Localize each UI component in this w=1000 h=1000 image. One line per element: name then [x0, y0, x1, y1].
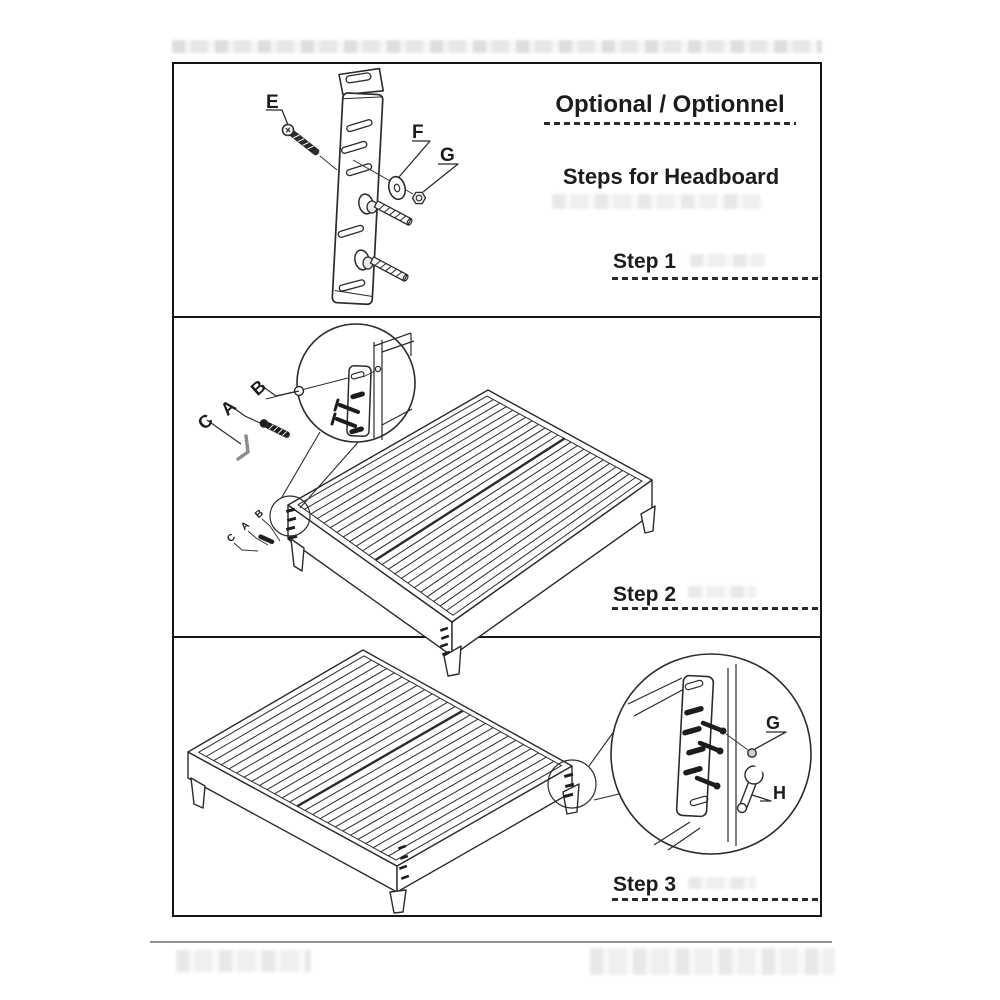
mini-label-b: B [253, 508, 266, 521]
callout-g-leader [754, 731, 787, 750]
optional-title-underline [544, 122, 796, 125]
bolt-icon-lower [354, 249, 409, 282]
part-label-e: E [266, 92, 279, 113]
footer-divider [150, 941, 832, 943]
screw-e-guide-line [319, 155, 338, 171]
magnifier-link-line [593, 793, 620, 801]
faded-header-text [172, 40, 822, 53]
ghost-step2-translation [688, 586, 756, 598]
part-label-b: B [247, 376, 270, 400]
step3-underline [612, 898, 820, 901]
step2-underline [612, 607, 820, 610]
step3-label: Step 3 [613, 873, 677, 896]
detail-circle-step3-content [627, 664, 737, 851]
magnifier-source-circle-step2 [269, 495, 311, 537]
panel1-leader-lines [266, 109, 459, 193]
part-label-c: C [194, 410, 217, 434]
right-corner-bracket-marks [563, 772, 575, 798]
allen-key-c-icon [236, 434, 250, 461]
front-corner-bracket-marks [397, 844, 410, 880]
panel-step-1 [172, 62, 822, 318]
left-corner-bracket-marks [285, 507, 298, 540]
step3-diagram: G H [187, 649, 812, 914]
footer-right-text [590, 948, 835, 975]
corner-mini-leaders [233, 518, 281, 552]
bed-slats [297, 395, 643, 616]
step1-underline [612, 277, 820, 280]
washer-f-icon [387, 175, 407, 201]
bolt-a-icon [259, 419, 290, 438]
ghost-step3-translation [688, 877, 756, 889]
part-label-g: G [440, 145, 455, 166]
callout-h-leader [751, 794, 772, 802]
bed-frame-step2 [287, 389, 656, 677]
bed-slats [198, 655, 562, 861]
headboard-bracket-icon [331, 67, 385, 306]
panel2-leader-lines [206, 385, 300, 445]
optional-title: Optional / Optionnel [555, 91, 785, 118]
headboard-bracket-diagram: E F G [266, 67, 459, 306]
bracket-slots [337, 119, 373, 292]
hex-nut-g-icon [411, 191, 427, 205]
part-label-h: H [773, 783, 786, 803]
detail-circle-step2-content [330, 332, 415, 440]
part-label-a: A [217, 396, 240, 420]
part-label-f: F [412, 122, 424, 143]
bolt-icon-upper [358, 193, 413, 226]
footer-left-text [176, 950, 311, 972]
mini-screw-icon [258, 534, 275, 545]
hex-nut-g3-icon [747, 748, 757, 758]
detail-screws [330, 398, 360, 428]
wrench-icon [736, 755, 771, 814]
magnifier-source-circle-step3 [547, 759, 597, 809]
magnifier-link-line [299, 439, 361, 509]
step2-diagram: B A C B A C [194, 323, 656, 677]
mini-label-a: A [239, 520, 252, 533]
screw-e-icon [281, 123, 320, 156]
nut-alignment-line [725, 733, 749, 751]
magnifier-link-line [281, 431, 321, 498]
detail-screws [694, 720, 727, 790]
headboard-title: Steps for Headboard [562, 164, 780, 189]
mini-label-c: C [225, 532, 238, 545]
step1-label: Step 1 [613, 250, 677, 273]
ghost-step1-translation [690, 254, 765, 267]
detail-circle-step3 [610, 653, 812, 855]
ghost-subtitle-translation [552, 194, 762, 209]
part-label-g3: G [766, 713, 780, 733]
bed-frame-step3 [187, 649, 580, 914]
step2-label: Step 2 [613, 583, 677, 606]
front-corner-bracket-marks [439, 626, 451, 656]
